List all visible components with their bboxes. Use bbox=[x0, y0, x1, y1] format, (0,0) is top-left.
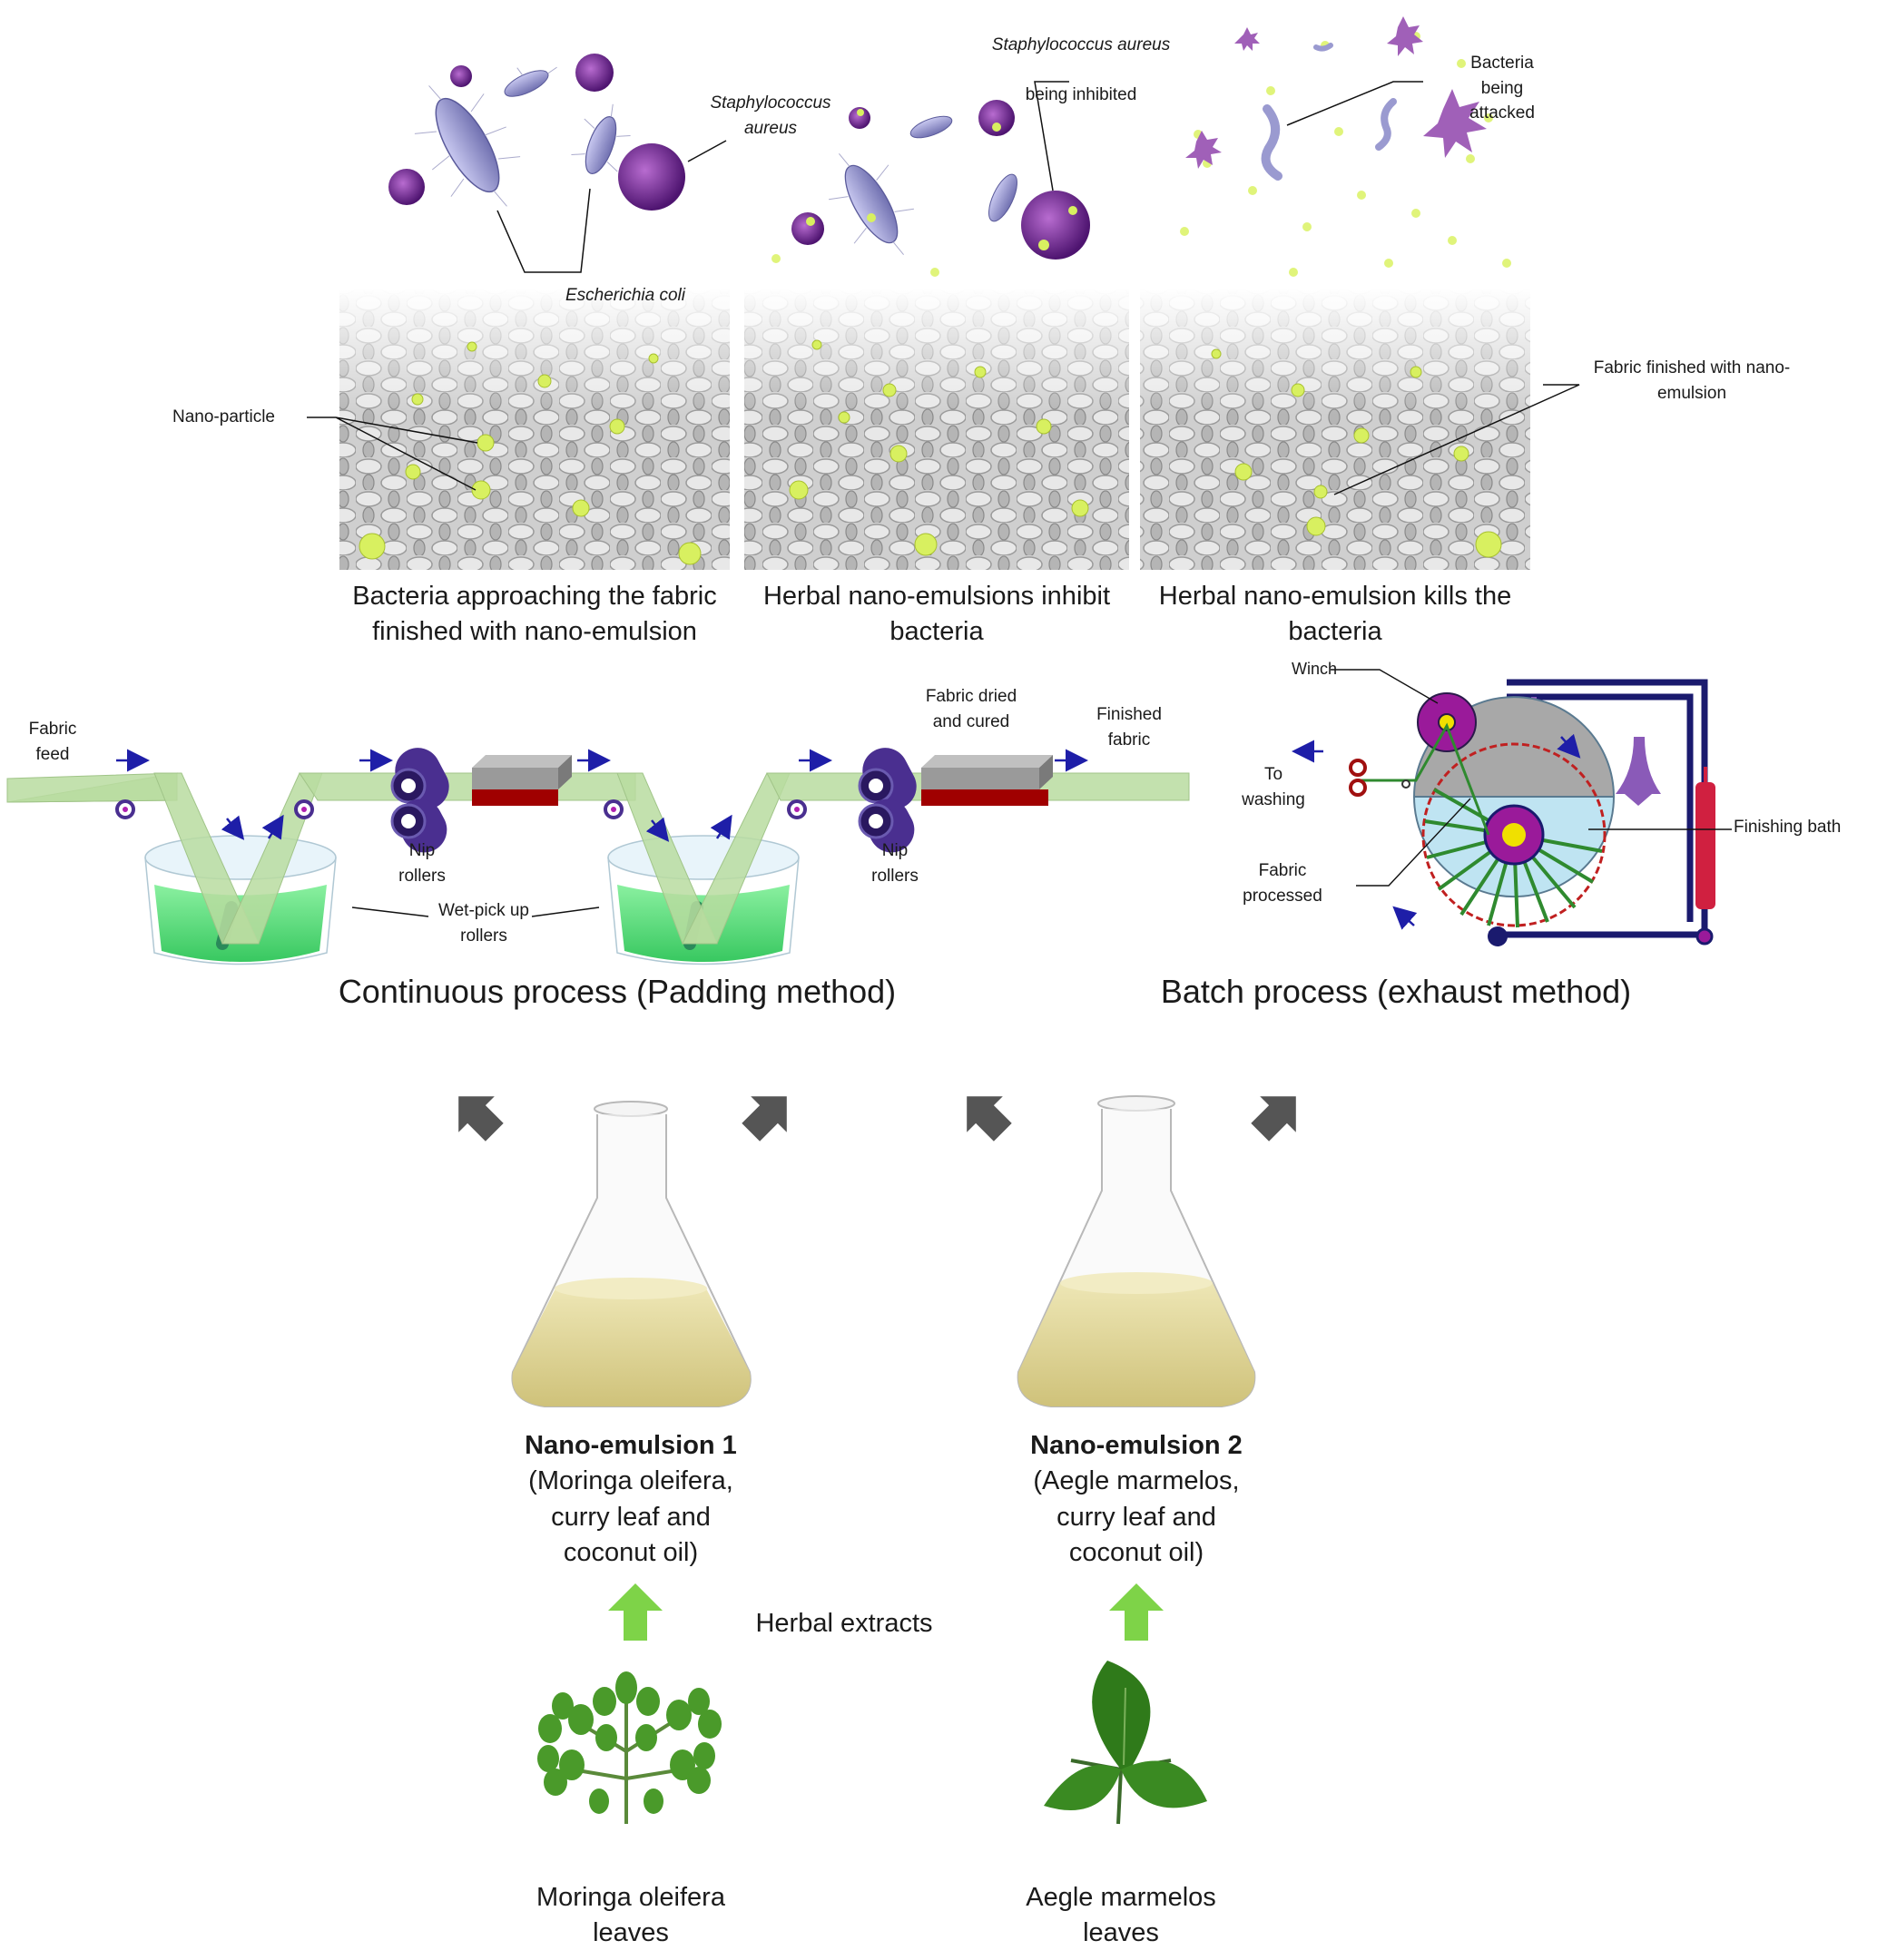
panel-caption-2: Herbal nano-emulsions inhibit bacteria bbox=[762, 582, 1111, 647]
herbal-extracts-label: Herbal extracts bbox=[755, 1609, 933, 1638]
flask-icon bbox=[1017, 1095, 1256, 1407]
fabric-processed-label: Fabric processed bbox=[1243, 861, 1322, 906]
bath-2 bbox=[607, 835, 800, 965]
panel-caption-3: Herbal nano-emulsion kills the bacteria bbox=[1158, 582, 1512, 647]
fabric-panel-3 bbox=[1140, 289, 1530, 570]
nip-roller-icon bbox=[858, 748, 917, 853]
escherichia-coli-icon bbox=[414, 66, 631, 207]
staphylococcus-inhibited-plain: being inhibited bbox=[1025, 84, 1137, 104]
moringa-leaf-icon bbox=[537, 1671, 722, 1824]
padding-method-title: Continuous process (Padding method) bbox=[338, 973, 897, 1010]
fabric-panel-1 bbox=[339, 289, 730, 570]
nano-emulsion-1: Nano-emulsion 1 (Moringa oleifera, curry… bbox=[508, 1428, 753, 1572]
staphylococcus-inhibited-label: Staphylococcus aureus being inhibited bbox=[973, 7, 1189, 132]
flask-icon bbox=[511, 1101, 752, 1407]
to-washing-label: To washing bbox=[1242, 765, 1305, 809]
nip-rollers-label-1: Nip rollers bbox=[398, 841, 446, 886]
staphylococcus-inhibited-italic: Staphylococcus aureus bbox=[991, 34, 1171, 54]
bath-1 bbox=[144, 835, 337, 965]
aegle-leaf-icon bbox=[1044, 1661, 1207, 1825]
top-leader-lines bbox=[307, 81, 1580, 495]
staphylococcus-icon bbox=[388, 54, 685, 211]
nano-emulsion-2-detail: (Aegle marmelos, curry leaf and coconut … bbox=[1033, 1466, 1240, 1568]
nano-emulsion-2: Nano-emulsion 2 (Aegle marmelos, curry l… bbox=[1009, 1428, 1263, 1572]
nano-emulsion-1-detail: (Moringa oleifera, curry leaf and coconu… bbox=[528, 1466, 733, 1568]
diagonal-arrow-icon bbox=[458, 1096, 1296, 1142]
winch-icon bbox=[1292, 669, 1732, 946]
nano-emulsion-2-name: Nano-emulsion 2 bbox=[1030, 1431, 1243, 1460]
nano-emulsion-1-name: Nano-emulsion 1 bbox=[525, 1431, 737, 1460]
fabric-finished-label: Fabric finished with nano-emulsion bbox=[1593, 358, 1791, 403]
padding-process-diagram bbox=[6, 748, 1190, 965]
nanoparticle-label: Nano-particle bbox=[172, 407, 275, 426]
panel-caption-1: Bacteria approaching the fabric finished… bbox=[352, 582, 717, 647]
moringa-leaves-label: Moringa oleifera leaves bbox=[536, 1883, 725, 1948]
fabric-panel-2 bbox=[744, 289, 1129, 570]
finishing-bath-label: Finishing bath bbox=[1734, 818, 1842, 837]
nip-rollers-label-2: Nip rollers bbox=[871, 841, 919, 886]
finished-fabric-label: Finished fabric bbox=[1096, 705, 1162, 750]
flow-arrow-icon bbox=[116, 749, 1088, 842]
fabric-dried-cured-label: Fabric dried and cured bbox=[925, 687, 1017, 731]
escherichia-coli-label: Escherichia coli bbox=[565, 286, 685, 305]
winch-label: Winch bbox=[1291, 660, 1337, 678]
bacteria-inhibited bbox=[791, 100, 1090, 260]
bacteria-attacked-label: Bacteria being attacked bbox=[1469, 54, 1535, 123]
staphylococcus-label-1: Staphylococcus aureus bbox=[710, 93, 831, 138]
guide-roller-icon bbox=[115, 799, 807, 819]
bacteria-attacked bbox=[1185, 16, 1487, 181]
nanoparticle-icon bbox=[359, 339, 1502, 565]
nip-roller-icon bbox=[390, 748, 449, 853]
dryer-icon bbox=[921, 755, 1053, 806]
wet-pick-up-rollers-label: Wet-pick up rollers bbox=[438, 901, 529, 946]
dryer-icon bbox=[472, 755, 572, 806]
aegle-leaves-label: Aegle marmelos leaves bbox=[1026, 1883, 1216, 1948]
fabric-feed-label: Fabric feed bbox=[28, 720, 77, 764]
exhaust-method-title: Batch process (exhaust method) bbox=[1160, 973, 1632, 1010]
upward-arrow-icon bbox=[608, 1583, 1164, 1641]
